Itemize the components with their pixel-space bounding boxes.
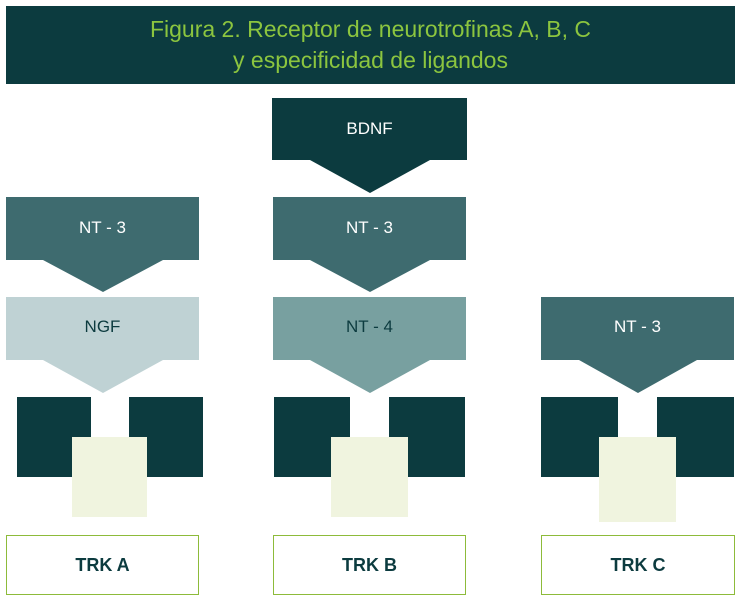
ligand-label-c-nt3: NT - 3 xyxy=(614,317,661,336)
title-line-1: Figura 2. Receptor de neurotrofinas A, B… xyxy=(149,16,592,42)
receptor-b-core xyxy=(331,437,408,517)
title-line-2: y especificidad de ligandos xyxy=(233,47,508,73)
ligand-arrow-b-nt4 xyxy=(273,297,466,393)
ligand-label-a-nt3: NT - 3 xyxy=(79,218,126,237)
receptor-label-trk-a: TRK A xyxy=(6,535,199,595)
ligand-arrow-c-nt3 xyxy=(541,297,734,393)
ligand-label-a-ngf: NGF xyxy=(84,317,121,336)
receptor-a-core xyxy=(72,437,147,517)
figure-title: Figura 2. Receptor de neurotrofinas A, B… xyxy=(6,6,735,84)
ligand-arrow-a-ngf xyxy=(6,297,199,393)
receptor-c-core xyxy=(599,437,676,522)
ligand-label-b-nt3: NT - 3 xyxy=(346,218,393,237)
ligand-arrow-b-nt3 xyxy=(273,197,466,292)
ligand-label-b-bdnf: BDNF xyxy=(346,119,393,138)
ligand-label-b-nt4: NT - 4 xyxy=(346,317,393,336)
ligand-arrow-b-bdnf xyxy=(272,98,467,193)
receptor-label-trk-c: TRK C xyxy=(541,535,735,595)
receptor-label-trk-b: TRK B xyxy=(273,535,466,595)
ligand-arrow-a-nt3 xyxy=(6,197,199,292)
